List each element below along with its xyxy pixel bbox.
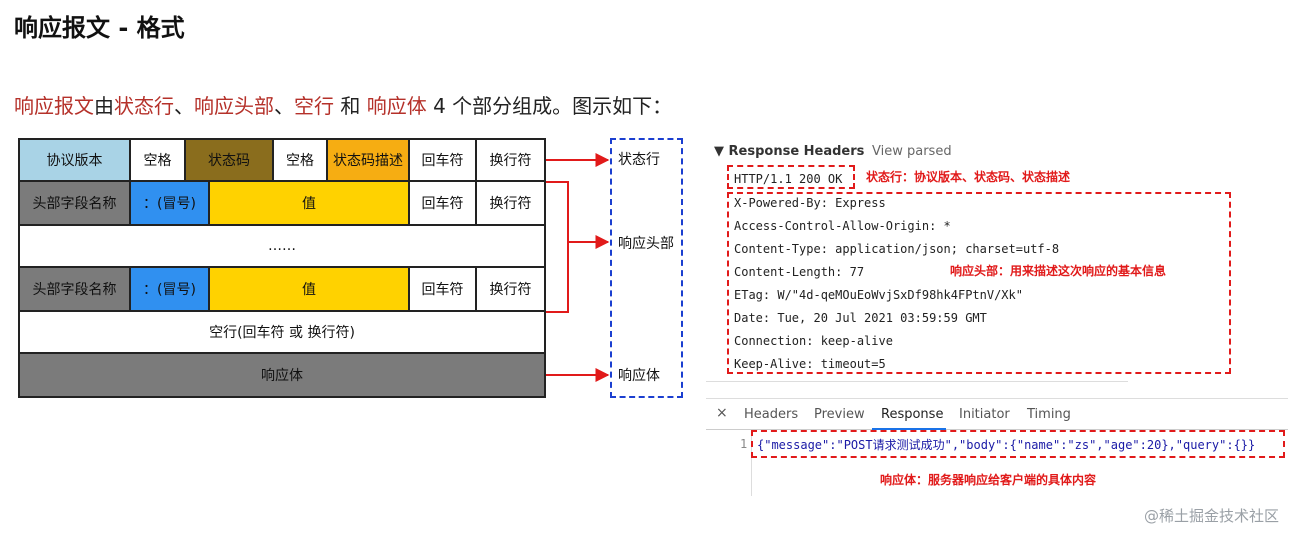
headers-highlight (727, 192, 1231, 374)
header-line: Keep-Alive: timeout=5 (734, 357, 886, 371)
intro-term-response-message: 响应报文 (14, 94, 94, 118)
close-icon[interactable]: × (716, 405, 728, 421)
status-line-text: HTTP/1.1 200 OK (734, 172, 843, 186)
tab-active-indicator (872, 428, 946, 430)
line-gutter (706, 432, 752, 496)
legend-box (610, 138, 683, 398)
cell-blank-line: 空行(回车符 或 换行符) (18, 310, 546, 354)
devtools-tabbar (706, 400, 1288, 430)
cell-carriage-return: 回车符 (408, 266, 477, 312)
devtools-response-panel (706, 398, 1288, 496)
tab-headers[interactable]: Headers (744, 407, 799, 422)
legend-status-line: 状态行 (618, 152, 660, 168)
diagram-arrows (546, 153, 610, 382)
bracket-headers (546, 181, 569, 313)
cell-header-field-name: 头部字段名称 (18, 180, 131, 226)
cell-value: 值 (208, 180, 410, 226)
cell-protocol-version: 协议版本 (18, 138, 131, 182)
cell-space: 空格 (129, 138, 186, 182)
response-headers-toggle[interactable]: ▼ Response Headers (714, 144, 865, 159)
intro-text: 和 (334, 94, 367, 118)
headers-note: 响应头部：用来描述这次响应的基本信息 (950, 264, 1167, 278)
intro-term-blank-line: 空行 (294, 94, 334, 118)
tab-initiator[interactable]: Initiator (959, 407, 1010, 422)
response-body-json: {"message":"POST请求测试成功","body":{"name":"… (757, 438, 1256, 452)
cell-ellipsis: …… (18, 224, 546, 268)
cell-carriage-return: 回车符 (408, 180, 477, 226)
intro-term-response-body: 响应体 (366, 94, 427, 118)
intro-text: 、 (174, 94, 194, 118)
cell-status-code: 状态码 (184, 138, 274, 182)
cell-line-feed: 换行符 (475, 266, 546, 312)
header-line: Connection: keep-alive (734, 334, 893, 348)
header-line: Content-Length: 77 (734, 265, 865, 279)
view-parsed-link[interactable]: View parsed (872, 144, 952, 159)
header-line: Date: Tue, 20 Jul 2021 03:59:59 GMT (734, 311, 987, 325)
intro-text: 由 (94, 94, 114, 118)
status-line-note: 状态行：协议版本、状态码、状态描述 (866, 170, 1071, 184)
intro-term-response-headers: 响应头部 (194, 94, 274, 118)
header-line: X-Powered-By: Express (734, 196, 886, 210)
line-number: 1 (740, 437, 748, 451)
status-line-highlight (727, 165, 855, 189)
header-line: ETag: W/"4d-qeMOuEoWvjSxDf98hk4FPtnV/Xk" (734, 288, 1023, 302)
cell-carriage-return: 回车符 (408, 138, 477, 182)
devtools-headers-panel (706, 136, 1128, 382)
intro-paragraph: 响应报文由状态行、响应头部、空行 和 响应体 4 个部分组成。图示如下： (14, 90, 672, 119)
cell-space: 空格 (272, 138, 328, 182)
cell-line-feed: 换行符 (475, 138, 546, 182)
intro-term-status-line: 状态行 (114, 94, 174, 118)
legend-response-body: 响应体 (618, 368, 660, 384)
cell-colon: ：(冒号) (129, 266, 210, 312)
intro-text: 4 个部分组成。图示如下： (426, 94, 673, 118)
cell-response-body: 响应体 (18, 352, 546, 398)
tab-timing[interactable]: Timing (1027, 407, 1071, 422)
response-body-highlight (751, 430, 1285, 458)
intro-text: 、 (274, 94, 294, 118)
tab-preview[interactable]: Preview (814, 407, 865, 422)
cell-header-field-name: 头部字段名称 (18, 266, 131, 312)
watermark: @稀土掘金技术社区 (1143, 507, 1279, 525)
header-line: Access-Control-Allow-Origin: * (734, 219, 951, 233)
header-line: Content-Type: application/json; charset=… (734, 242, 1060, 256)
response-body-note: 响应体：服务器响应给客户端的具体内容 (880, 473, 1097, 487)
cell-value: 值 (208, 266, 410, 312)
tab-response[interactable]: Response (881, 407, 944, 422)
cell-colon: ：(冒号) (129, 180, 210, 226)
page-title: 响应报文 - 格式 (14, 14, 185, 42)
cell-line-feed: 换行符 (475, 180, 546, 226)
legend-response-headers: 响应头部 (618, 236, 674, 252)
cell-status-description: 状态码描述 (326, 138, 410, 182)
